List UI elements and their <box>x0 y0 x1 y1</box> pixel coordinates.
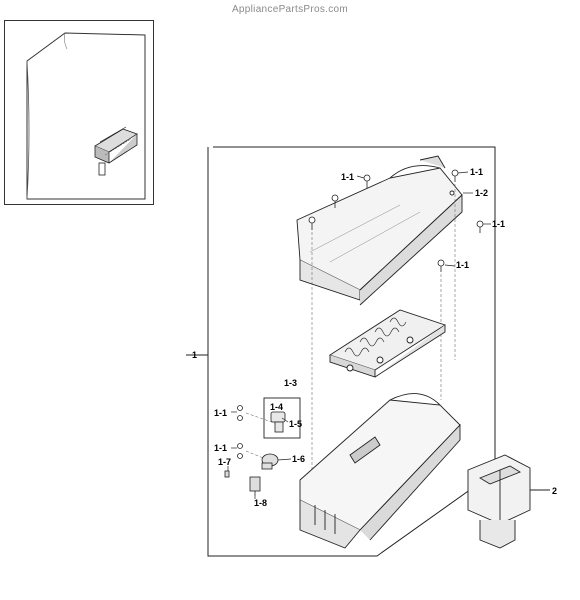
callout-1-5: 1-5 <box>289 419 303 429</box>
callout-1-1-mid-right: 1-1 <box>456 260 470 270</box>
inset-overview-box <box>4 20 154 205</box>
heater-cover-part <box>296 155 463 306</box>
callout-1-8: 1-8 <box>254 498 268 508</box>
callout-1-6: 1-6 <box>292 454 306 464</box>
screw-parts <box>237 169 484 459</box>
assembly-frame <box>186 146 496 557</box>
thermal-fuse-part <box>261 453 279 470</box>
inset-heater-assembly <box>94 126 138 176</box>
callout-leader-lines <box>227 171 491 499</box>
thermostat-group-box <box>263 397 301 439</box>
callout-1-1-right: 1-1 <box>492 219 506 229</box>
bracket-part <box>467 454 550 549</box>
callout-1-3: 1-3 <box>284 378 298 388</box>
callout-2: 2 <box>552 486 558 496</box>
callout-1-7: 1-7 <box>218 457 232 467</box>
heating-element-part <box>328 309 447 378</box>
small-parts <box>224 470 261 496</box>
callout-1: 1 <box>192 350 198 360</box>
callout-1-2: 1-2 <box>475 188 489 198</box>
thermostat-part <box>270 411 286 433</box>
callout-1-1-left-upper: 1-1 <box>214 408 228 418</box>
callout-1-1-upper-right: 1-1 <box>470 167 484 177</box>
callout-1-1-top: 1-1 <box>341 172 355 182</box>
alignment-lines <box>245 184 456 480</box>
heater-housing-part <box>299 393 461 549</box>
watermark-text: AppliancePartsPros.com <box>231 4 349 15</box>
inset-dryer-drawing <box>26 32 146 200</box>
callout-1-4: 1-4 <box>270 402 284 412</box>
callout-1-1-left-lower: 1-1 <box>214 443 228 453</box>
